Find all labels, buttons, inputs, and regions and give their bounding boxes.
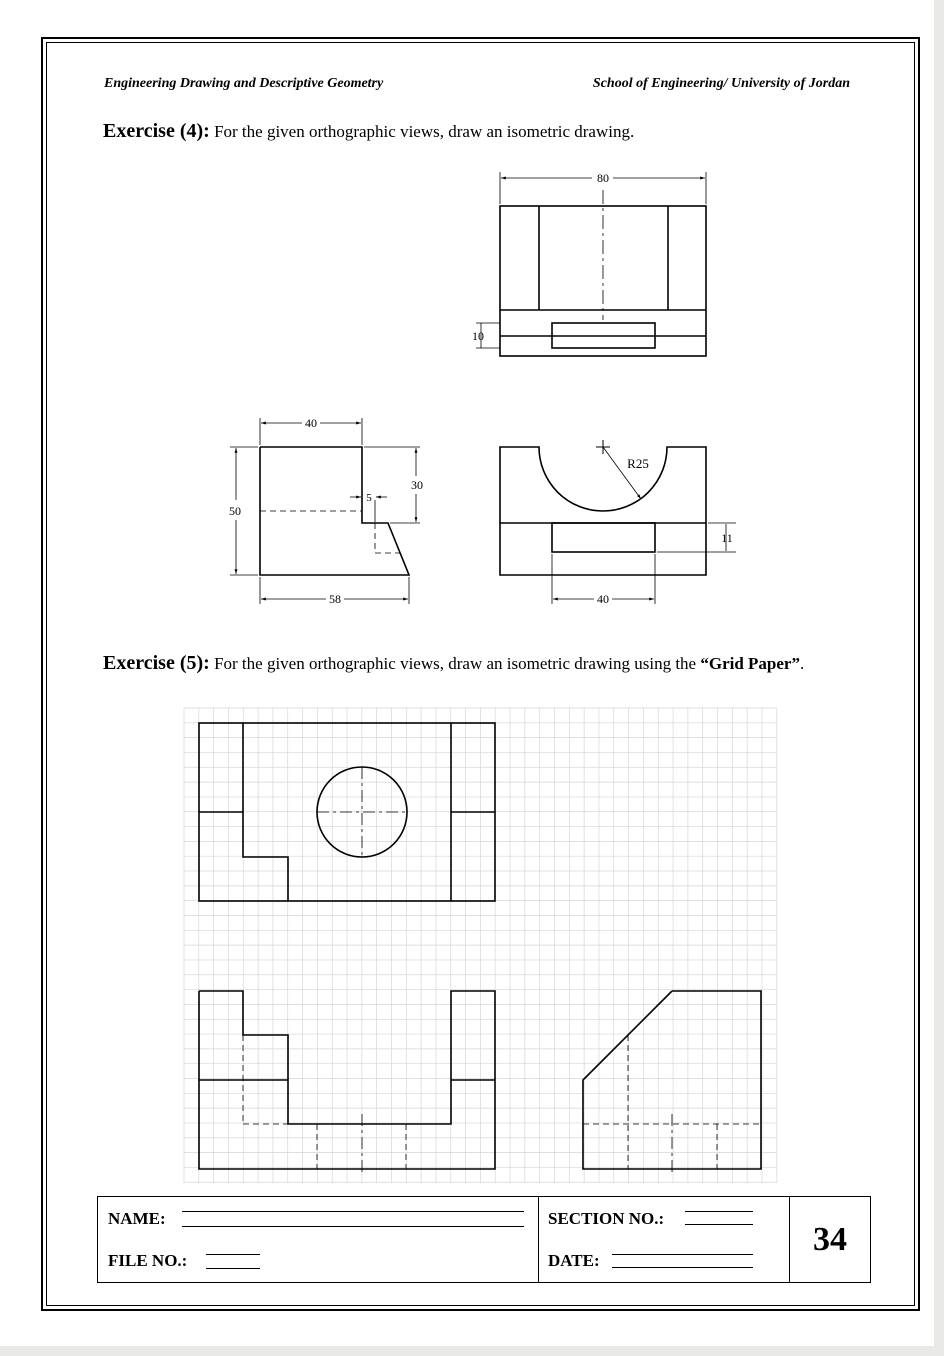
dim-front-slot-width: 40 xyxy=(597,592,609,606)
grid-paper xyxy=(183,707,778,1183)
dim-side-base: 58 xyxy=(329,592,341,606)
exercise-4-statement: Exercise (4): For the given orthographic… xyxy=(103,118,871,145)
title-block-name-cell: NAME: FILE NO.: xyxy=(98,1197,539,1282)
file-no-line-2[interactable] xyxy=(206,1268,260,1269)
exercise-4-label: Exercise (4): xyxy=(103,120,210,142)
page-border-outer xyxy=(41,37,920,1311)
dim-side-height: 50 xyxy=(229,504,241,518)
exercise-4-text: For the given orthographic views, draw a… xyxy=(214,122,635,141)
exercise-5-label: Exercise (5): xyxy=(103,652,210,674)
date-line-2[interactable] xyxy=(612,1267,753,1268)
dim-top-depth: 10 xyxy=(472,329,484,343)
dim-front-radius: R25 xyxy=(627,456,649,471)
school-name: School of Engineering/ University of Jor… xyxy=(592,76,850,91)
exercise-5-text: For the given orthographic views, draw a… xyxy=(214,654,697,673)
exercise-4-side-view-dimensions xyxy=(230,418,420,604)
exercise-5-front-view xyxy=(198,990,496,1172)
file-no-label: FILE NO.: xyxy=(108,1251,188,1270)
exercise-4-side-view xyxy=(259,446,411,576)
section-no-label: SECTION NO.: xyxy=(548,1209,665,1228)
date-line-1[interactable] xyxy=(612,1254,753,1255)
exercise-5-statement: Exercise (5): For the given orthographic… xyxy=(103,650,871,677)
exercise-5-top-view xyxy=(198,722,496,902)
course-title: Engineering Drawing and Descriptive Geom… xyxy=(104,76,384,91)
exercise-5-end: . xyxy=(799,654,805,673)
dim-side-width: 40 xyxy=(305,416,317,430)
dim-front-slot-height: 11 xyxy=(721,531,733,545)
name-line-2[interactable] xyxy=(182,1226,524,1227)
exercise-4-front-view-dimensions xyxy=(551,446,736,604)
date-label: DATE: xyxy=(548,1251,600,1270)
title-block: NAME: FILE NO.: SECTION NO.: DATE: 34 xyxy=(97,1196,871,1283)
name-line-1[interactable] xyxy=(182,1211,524,1212)
section-no-line-1[interactable] xyxy=(685,1211,753,1212)
grid-paper-emphasis: “Grid Paper” xyxy=(700,654,800,673)
page-border-inner xyxy=(46,42,915,1306)
exercise-5-side-view xyxy=(582,990,762,1172)
file-no-line-1[interactable] xyxy=(206,1254,260,1255)
page-number: 34 xyxy=(813,1221,847,1258)
exercise-4-front-view xyxy=(499,440,707,576)
exercise-4-top-view xyxy=(499,190,707,357)
dim-side-step: 30 xyxy=(411,478,423,492)
title-block-section-cell: SECTION NO.: DATE: xyxy=(539,1197,790,1282)
dim-top-width: 80 xyxy=(597,171,609,185)
exercise-4-top-view-dimensions xyxy=(476,172,707,349)
name-label: NAME: xyxy=(108,1209,166,1228)
section-no-line-2[interactable] xyxy=(685,1224,753,1225)
dim-side-notch: 5 xyxy=(366,492,372,504)
